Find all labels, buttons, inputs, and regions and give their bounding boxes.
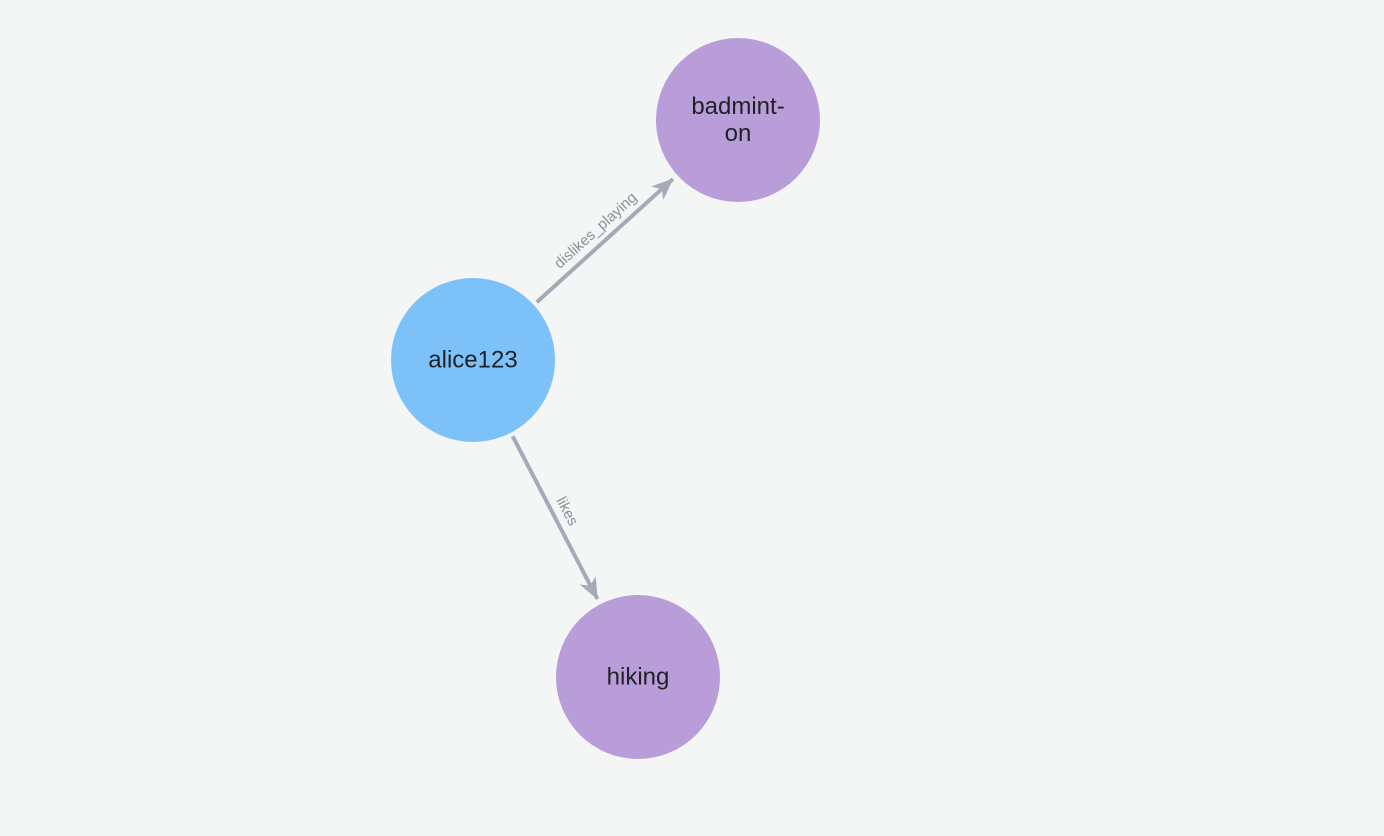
edge-dislikes_playing[interactable]	[535, 177, 675, 304]
node-circle-alice123[interactable]	[391, 278, 555, 442]
node-hiking[interactable]: hiking	[556, 595, 720, 759]
nodes-layer: alice123 badmint-on hiking	[391, 38, 820, 759]
node-label-alice123: alice123	[428, 347, 517, 374]
edge-likes[interactable]	[510, 435, 600, 600]
node-alice123[interactable]: alice123	[391, 278, 555, 442]
node-circle-hiking[interactable]	[556, 595, 720, 759]
node-label-hiking: hiking	[607, 664, 670, 691]
node-circle-badminton[interactable]	[656, 38, 820, 202]
node-badminton[interactable]: badmint-on	[656, 38, 820, 202]
edge-label-dislikes_playing: dislikes_playing	[551, 189, 640, 272]
node-label-badminton: badmint-on	[691, 93, 784, 147]
